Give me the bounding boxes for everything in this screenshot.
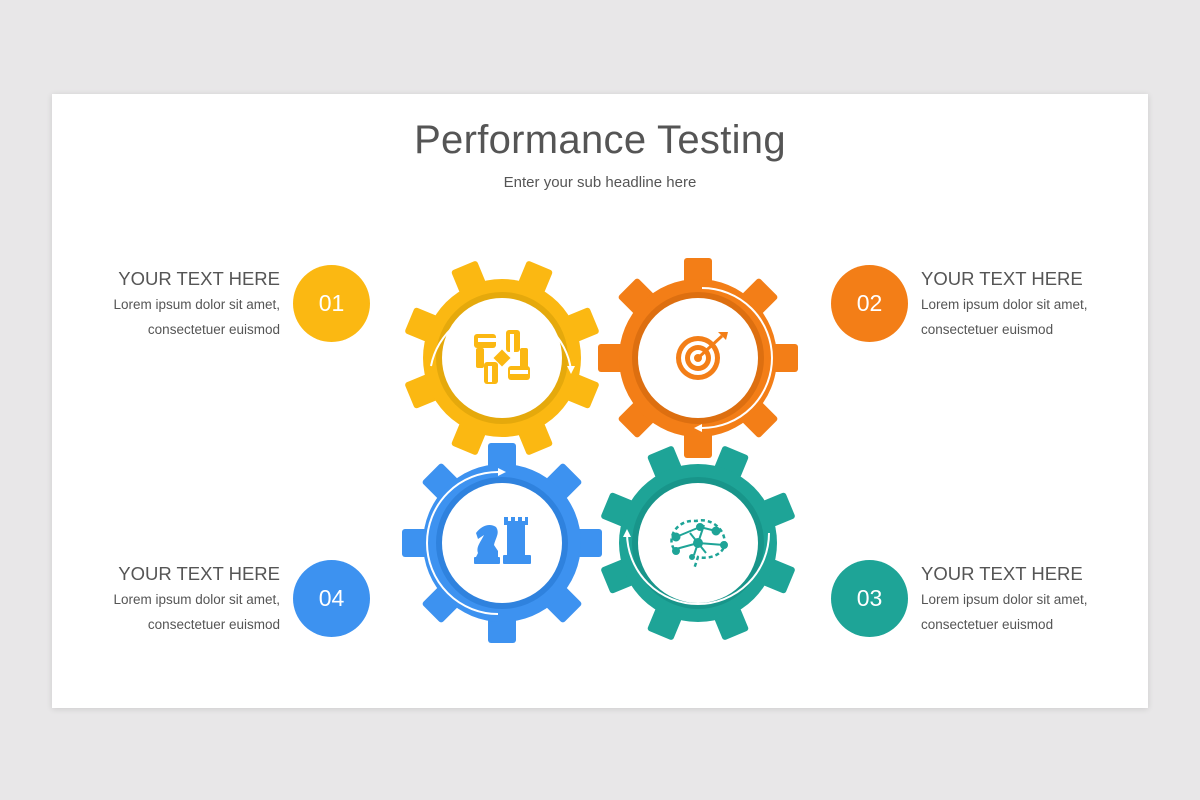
step-04-heading: YOUR TEXT HERE <box>118 563 280 584</box>
step-02-badge: 02 <box>831 265 908 342</box>
page-title: Performance Testing <box>414 118 786 162</box>
brain-network-icon <box>670 519 728 570</box>
step-02-text: YOUR TEXT HERE Lorem ipsum dolor sit ame… <box>921 268 1121 342</box>
target-arrow-icon <box>676 332 728 380</box>
step-01-heading: YOUR TEXT HERE <box>118 268 280 289</box>
step-03-heading: YOUR TEXT HERE <box>921 563 1083 584</box>
step-03-line1: Lorem ipsum dolor sit amet, <box>921 592 1088 607</box>
step-01-badge: 01 <box>293 265 370 342</box>
step-03-line2: consectetuer euismod <box>921 617 1054 632</box>
step-04-text: YOUR TEXT HERE Lorem ipsum dolor sit ame… <box>80 563 280 637</box>
gear-03 <box>567 412 829 674</box>
gear-04 <box>402 443 602 643</box>
step-04-badge: 04 <box>293 560 370 637</box>
slide-canvas <box>52 94 1148 708</box>
step-02-line2: consectetuer euismod <box>921 322 1054 337</box>
gear-01 <box>371 227 633 489</box>
step-04-line2: consectetuer euismod <box>147 617 280 632</box>
step-02-line1: Lorem ipsum dolor sit amet, <box>921 297 1088 312</box>
step-03-text: YOUR TEXT HERE Lorem ipsum dolor sit ame… <box>921 563 1121 637</box>
step-01-line2: consectetuer euismod <box>147 322 280 337</box>
step-02-heading: YOUR TEXT HERE <box>921 268 1083 289</box>
gear-02 <box>598 258 798 458</box>
step-03-badge: 03 <box>831 560 908 637</box>
step-01-line1: Lorem ipsum dolor sit amet, <box>113 297 280 312</box>
page-subtitle: Enter your sub headline here <box>503 174 697 191</box>
step-04-line1: Lorem ipsum dolor sit amet, <box>113 592 280 607</box>
step-01-text: YOUR TEXT HERE Lorem ipsum dolor sit ame… <box>80 268 280 342</box>
chess-strategy-icon <box>474 517 531 564</box>
